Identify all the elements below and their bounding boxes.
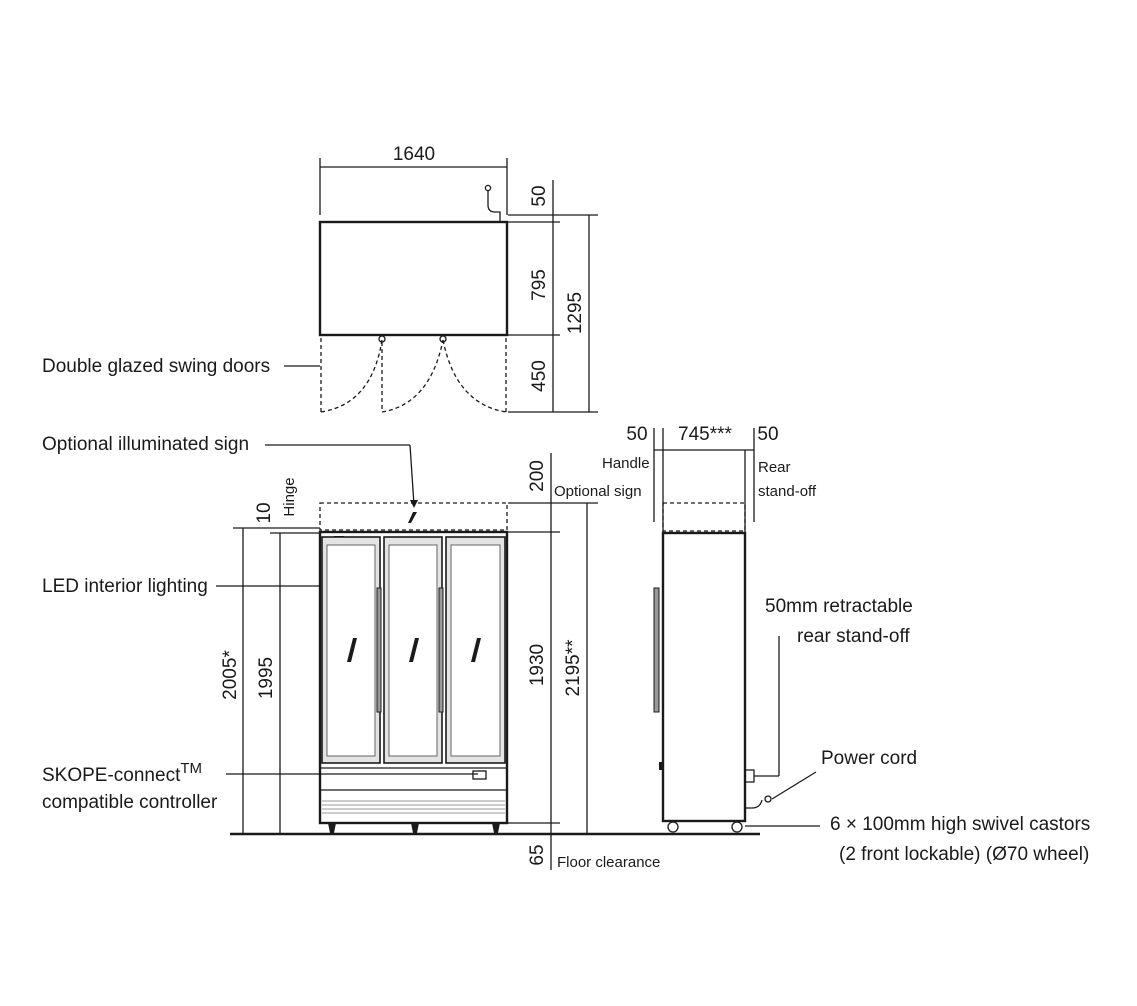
- side-view: 50 745*** 50 Handle Rear stand-off 50mm …: [602, 424, 1090, 865]
- dim-floor-clearance: 65: [527, 844, 548, 865]
- label-standoff-2: rear stand-off: [797, 626, 910, 647]
- label-rear: Rear: [758, 459, 791, 476]
- dim-height-with-sign: 2195**: [563, 639, 584, 697]
- side-sign-outline: [662, 502, 746, 532]
- dim-top-rear: 50: [529, 185, 550, 206]
- handle-left: [376, 587, 382, 713]
- label-hinge: Hinge: [281, 477, 298, 516]
- dim-height-body: 1995: [256, 657, 277, 699]
- dim-side-handle: 50: [626, 424, 647, 445]
- dim-door-swing: 450: [529, 360, 550, 392]
- dim-hinge: 10: [254, 502, 275, 523]
- dim-side-rear: 50: [757, 424, 778, 445]
- base-grille: [320, 789, 507, 814]
- plan-power-cord: [487, 190, 501, 222]
- label-castors-1: 6 × 100mm high swivel castors: [830, 814, 1090, 835]
- label-rear-standoff: stand-off: [758, 483, 817, 500]
- label-skope-controller: compatible controller: [42, 792, 218, 813]
- plan-body: [318, 220, 509, 337]
- label-optional-sign: Optional illuminated sign: [42, 434, 249, 455]
- plan-view: 1640 50 795 450 1295 Double glazed swi: [42, 144, 598, 413]
- rear-standoff: [745, 769, 755, 783]
- dim-depth-total: 1295: [565, 292, 586, 334]
- cabinet-side: [661, 531, 747, 823]
- controller-display: [472, 770, 487, 780]
- castor-rear: [731, 821, 743, 833]
- glass-doors: [321, 536, 506, 764]
- castor-front: [667, 821, 679, 833]
- dim-width-total: 1640: [393, 144, 435, 165]
- label-optional-sign-short: Optional sign: [554, 483, 642, 500]
- dim-height-with-hinge: 2005*: [220, 650, 241, 700]
- dim-side-depth: 745***: [678, 424, 732, 445]
- dim-height-glass: 1930: [527, 644, 548, 686]
- front-view: Optional illuminated sign: [42, 434, 760, 871]
- label-standoff-1: 50mm retractable: [765, 596, 913, 617]
- label-double-glazed-doors: Double glazed swing doors: [42, 356, 270, 377]
- label-handle: Handle: [602, 455, 650, 472]
- door-swing-arcs: [320, 338, 507, 413]
- label-power-cord: Power cord: [821, 748, 917, 769]
- dim-depth-body: 795: [529, 269, 550, 301]
- label-skope-connect: SKOPE-connectTM: [42, 760, 202, 786]
- side-handle: [653, 587, 660, 713]
- label-led-lighting: LED interior lighting: [42, 576, 208, 597]
- label-floor-clearance: Floor clearance: [557, 854, 660, 871]
- label-castors-2: (2 front lockable) (Ø70 wheel): [839, 844, 1089, 865]
- side-power-cord: [745, 799, 763, 809]
- dim-sign-height: 200: [527, 460, 548, 492]
- handle-middle: [438, 587, 444, 713]
